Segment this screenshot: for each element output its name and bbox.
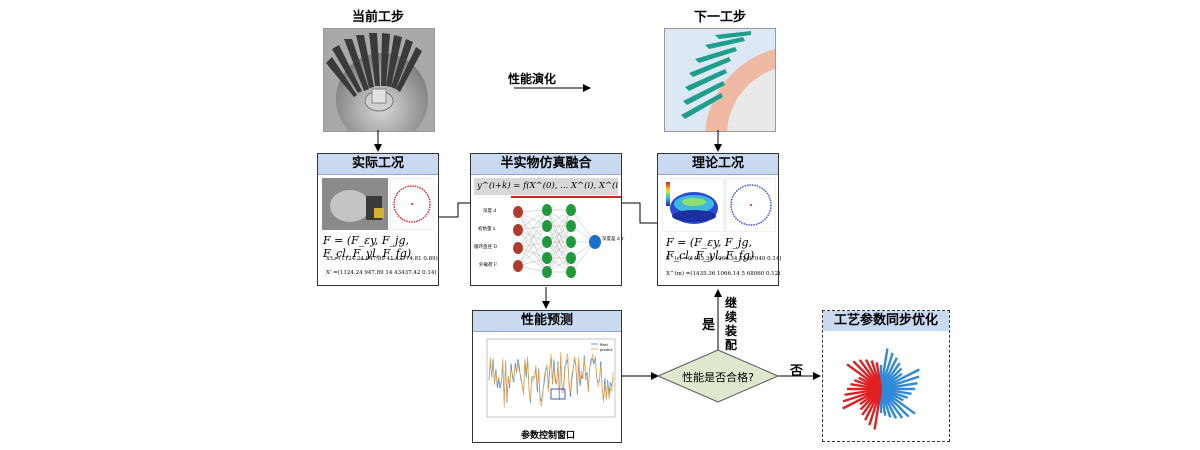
fusion-formula-bar [474, 178, 618, 195]
decision-no-label: 否 [790, 364, 804, 379]
nn-input-3: 循环直径 D [474, 245, 498, 250]
theory-condition-row-1: X^(ε) =(1435.36 1066.34 32 67040 0.14) [666, 256, 782, 262]
nn-output: 深度差 d_r [602, 237, 625, 242]
neural-network-diagram [513, 204, 601, 278]
current-step-photo [323, 28, 435, 145]
actual-condition-row-1: X* =(1124.24 947.89 41 43774.81 0.89) [326, 256, 438, 262]
optimization-panel: 工艺参数同步优化 [822, 310, 950, 442]
theory-condition-formula: F = (F_εy, F_jg, F_cl, F_yl, F_fg) [666, 236, 755, 262]
next-step-render [664, 28, 776, 132]
performance-evolution-label: 性能演化 [508, 72, 557, 86]
optimization-title: 工艺参数同步优化 [823, 311, 949, 331]
fusion-formula-underline [511, 196, 621, 198]
performance-prediction-panel: 性能预测 Real predict 参数控制窗口 [472, 310, 622, 443]
legend-predict: predict [600, 348, 613, 352]
performance-prediction-title: 性能预测 [473, 311, 621, 332]
decision-yes-label: 是 [702, 318, 716, 333]
nn-input-1: 深度 d [483, 209, 497, 214]
theory-condition-images [662, 178, 776, 232]
simulation-fusion-panel: 半实物仿真融合 y^(i+k) = f(X^(0), ... X^(i), X^… [470, 153, 625, 286]
parameter-control-window-caption: 参数控制窗口 [520, 431, 575, 441]
nn-input-4: 外载荷 F [479, 263, 498, 268]
theory-condition-panel: 理论工况 F = (F_εy, F_jg, F_cl, F_yl, F_fg) … [657, 153, 782, 286]
blade-order-radial-chart [842, 348, 920, 430]
actual-condition-formula: F = (F_εy, F_jg, F_cl, F_yl, F_fg) [323, 234, 412, 260]
actual-condition-title: 实际工况 [318, 154, 438, 175]
decision-question: 性能是否合格? [682, 371, 754, 384]
theory-condition-row-2: X^(m) =(1435.36 1066.14 5 68060 0.12) [666, 271, 781, 277]
continue-assembly-label: 继续装配 [724, 296, 737, 352]
legend-real: Real [600, 343, 608, 347]
actual-condition-row-2: X' =(1124.24 947.89 14 43437.42 0.14) [326, 270, 437, 276]
next-step-label: 下一工步 [693, 10, 746, 25]
theory-condition-title: 理论工况 [658, 154, 778, 175]
prediction-line-chart: Real predict [486, 338, 616, 418]
simulation-fusion-title: 半实物仿真融合 [471, 154, 621, 175]
actual-condition-panel: 实际工况 F = (F_εy, F_jg, F_cl, F_yl, F_fg) … [317, 153, 439, 286]
actual-condition-images [322, 178, 434, 230]
current-step-label: 当前工步 [351, 10, 404, 25]
nn-input-2: 初始量 x [478, 227, 496, 232]
radial-spoke [875, 362, 883, 390]
fusion-formula: y^(i+k) = f(X^(0), ... X^(i), X^(i+1), .… [477, 181, 619, 191]
